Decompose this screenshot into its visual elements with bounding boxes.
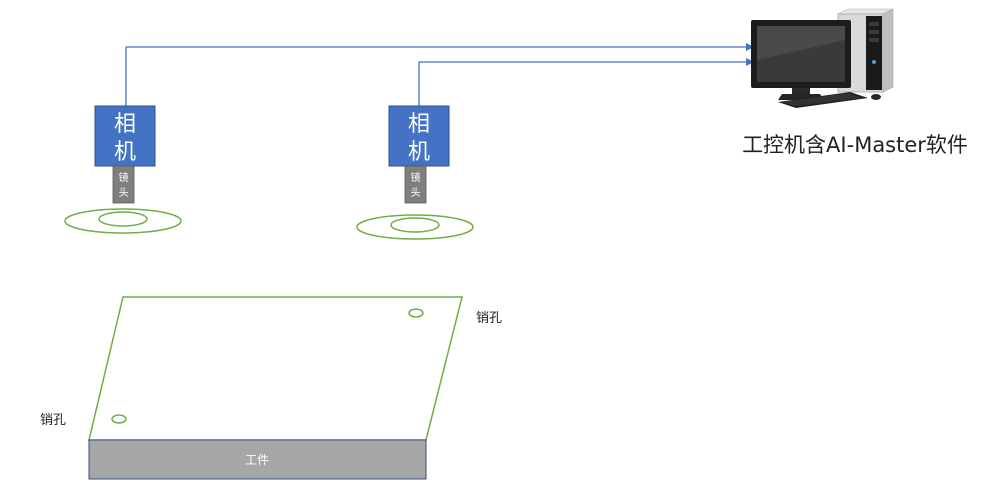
camera-label-line1: 相 — [408, 112, 430, 137]
pin-hole-right-label: 销孔 — [476, 311, 502, 326]
lens-label-line1: 镜 — [119, 171, 129, 184]
computer-label: 工控机含AI-Master软件 — [742, 133, 968, 157]
workpiece-top-surface — [88, 296, 463, 441]
arrow-camera-left-to-computer — [122, 43, 754, 113]
lens-body — [404, 165, 427, 204]
camera-right: 相 机 镜 头 — [356, 105, 474, 240]
arrow-camera-right-to-computer — [415, 58, 754, 113]
lens-label-line2: 头 — [411, 187, 421, 199]
field-of-view-inner — [98, 211, 148, 227]
pc-monitor — [751, 20, 851, 100]
lens-label-line2: 头 — [119, 187, 129, 199]
pin-hole-left-label: 销孔 — [40, 413, 66, 428]
field-of-view-outer — [356, 214, 474, 240]
camera-label-line1: 相 — [114, 112, 136, 137]
camera-body — [388, 105, 450, 167]
connection-arrows — [122, 43, 754, 113]
pc-mouse — [871, 94, 881, 100]
workpiece: 工件 — [88, 296, 463, 480]
pin-hole-right — [408, 308, 424, 318]
camera-body — [94, 105, 156, 167]
workpiece-label: 工件 — [245, 453, 269, 467]
camera-label-line2: 机 — [114, 140, 136, 165]
field-of-view-inner — [390, 217, 440, 233]
lens-label-line1: 镜 — [411, 171, 421, 184]
field-of-view-outer — [64, 208, 182, 234]
pc-keyboard — [778, 92, 868, 108]
workpiece-side — [88, 439, 427, 480]
pin-hole-left — [111, 414, 127, 424]
computer-icon — [751, 8, 894, 108]
camera-label-line2: 机 — [408, 140, 430, 165]
lens-body — [112, 165, 135, 204]
camera-left: 相 机 镜 头 — [64, 105, 182, 234]
